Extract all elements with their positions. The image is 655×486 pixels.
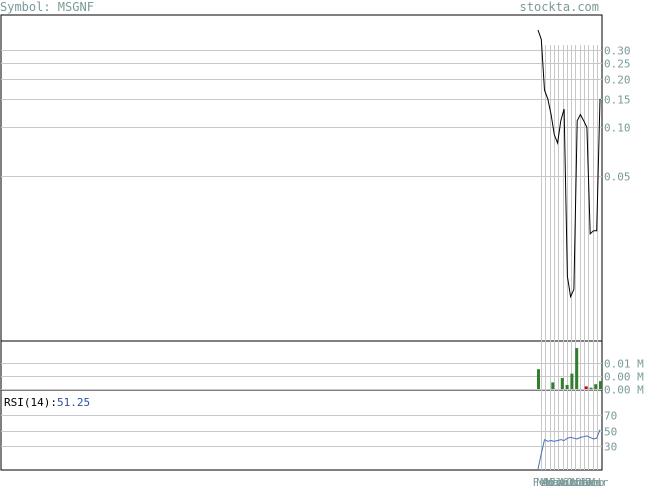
volume-bar	[560, 378, 564, 389]
month-tick-label: Sep	[563, 476, 583, 486]
rsi-series	[537, 429, 601, 470]
month-tick-label: Oct	[567, 476, 587, 486]
date-axis: FebMarAprMayJunJulAugSepOctNovDecJanFebM…	[533, 476, 609, 486]
grid-lines	[1, 50, 602, 447]
rsi-panel	[0, 389, 603, 471]
volume-bar	[599, 381, 602, 389]
volume-bar	[570, 373, 574, 389]
volume-bar	[584, 386, 588, 389]
month-tick-label: Jun	[550, 476, 570, 486]
price-tick-label: 0.20	[604, 74, 631, 87]
price-series	[537, 29, 601, 299]
month-tick-label: Mar	[589, 476, 609, 486]
price-tick-label: 0.25	[604, 58, 631, 71]
brand-label: stockta.com	[520, 0, 599, 14]
month-tick-label: Nov	[572, 476, 592, 486]
price-line	[537, 29, 601, 299]
month-tick-label: May	[546, 476, 566, 486]
volume-bar	[551, 382, 555, 389]
rsi-tick-label: 50	[604, 426, 617, 439]
month-tick-label: Dec	[576, 476, 596, 486]
vertical-grid-lines	[541, 45, 598, 470]
volume-bar	[537, 369, 540, 389]
volume-panel	[0, 340, 603, 391]
rsi-axis: 70 50 30	[604, 410, 617, 454]
volume-bar	[565, 385, 569, 389]
rsi-label: RSI(14):51.25	[4, 396, 90, 409]
rsi-tick-label: 30	[604, 441, 617, 454]
volume-tick-label: 0.00 M	[604, 371, 644, 384]
month-tick-label: Aug	[559, 476, 579, 486]
month-tick-label: Apr	[542, 476, 562, 486]
rsi-value: 51.25	[57, 396, 90, 409]
price-tick-label: 0.10	[604, 122, 631, 135]
month-tick-label: Mar	[537, 476, 557, 486]
rsi-tick-label: 70	[604, 410, 617, 423]
volume-tick-label: 0.01 M	[604, 358, 644, 371]
volume-bar	[575, 348, 579, 389]
price-axis: 0.300.25 0.20 0.15 0.10 0.05	[604, 45, 631, 184]
price-tick-label: 0.30	[604, 45, 631, 58]
price-tick-label: 0.05	[604, 171, 631, 184]
symbol-label: Symbol: MSGNF	[0, 0, 94, 14]
volume-axis: 0.01 M0.00 M0.00 M	[604, 358, 644, 397]
rsi-line	[537, 429, 601, 470]
month-tick-label: Feb	[533, 476, 553, 486]
volume-bar	[594, 384, 598, 389]
month-tick-label: Jul	[555, 476, 575, 486]
month-tick-label: Jan	[580, 476, 600, 486]
rsi-label-text: RSI(14):	[4, 396, 57, 409]
volume-tick-label: 0.00 M	[604, 384, 644, 397]
price-tick-label: 0.15	[604, 94, 631, 107]
month-tick-label: Feb	[585, 476, 605, 486]
volume-series	[537, 348, 602, 389]
volume-bar	[589, 387, 593, 389]
